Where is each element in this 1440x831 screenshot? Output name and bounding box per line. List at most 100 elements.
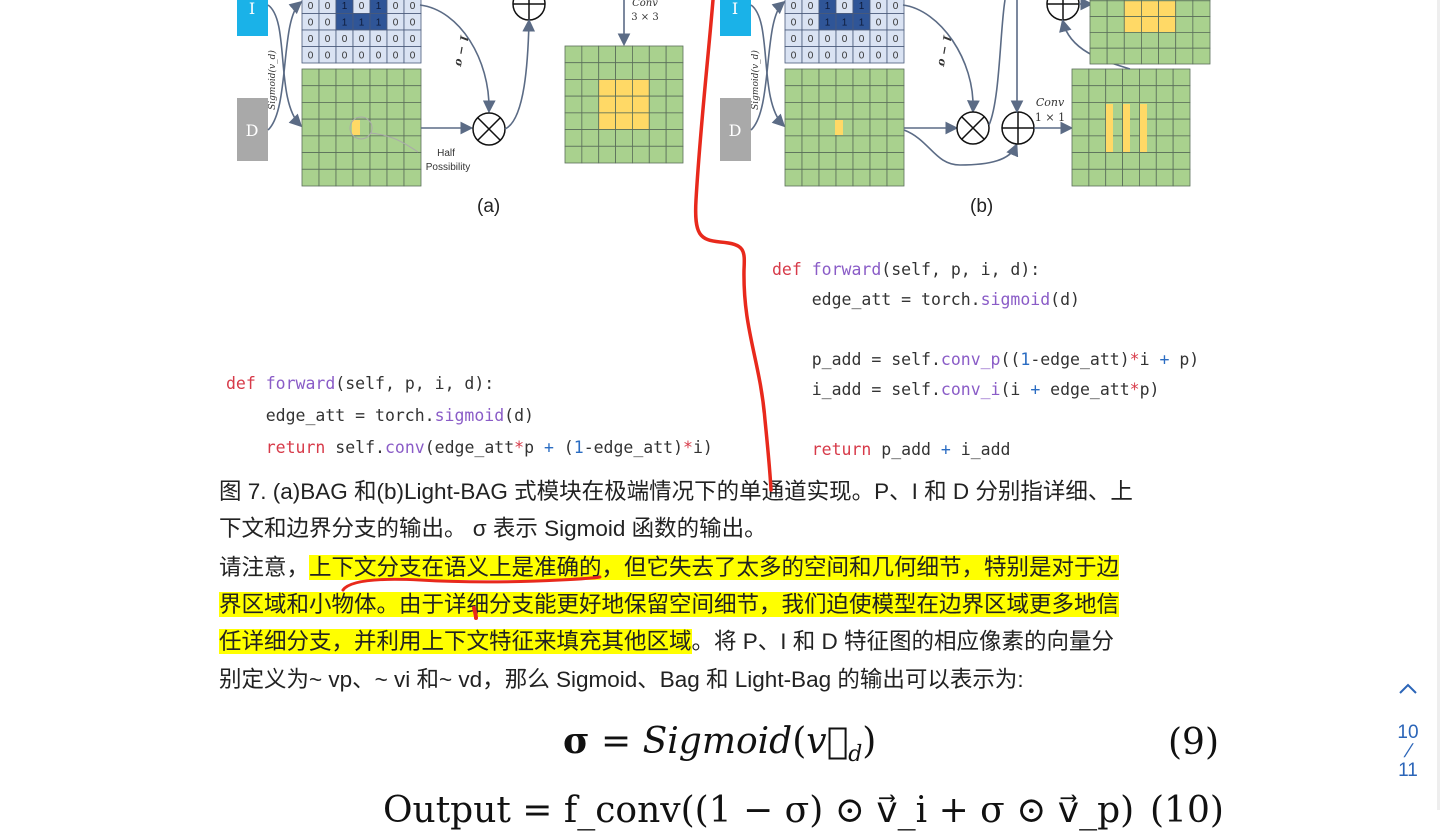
output-grid-b-cell bbox=[1139, 68, 1157, 87]
output-grid-b-cell bbox=[1172, 118, 1191, 137]
matrix-value: 1 bbox=[859, 1, 865, 12]
code-block-bag: def forward(self, p, i, d): edge_att = t… bbox=[226, 368, 713, 464]
code-token: -edge_att) bbox=[583, 438, 684, 457]
boundary-input-box bbox=[237, 98, 268, 161]
plus-icon bbox=[1047, 0, 1079, 20]
output-grid-b-cell bbox=[1071, 152, 1090, 170]
matrix-value: 0 bbox=[893, 51, 899, 62]
boundary-attention-grid-cell bbox=[835, 85, 854, 103]
top-output-grid-b-cell bbox=[1158, 0, 1177, 18]
matrix-value: 0 bbox=[410, 18, 416, 29]
boundary-attention-grid-cell bbox=[301, 102, 320, 120]
code-token: self. bbox=[325, 438, 385, 457]
code-line: def forward(self, p, i, d): bbox=[772, 255, 1199, 285]
top-output-grid-b-cell bbox=[1089, 47, 1108, 65]
output-grid-a-cell bbox=[648, 145, 667, 164]
output-grid-b-cell bbox=[1088, 118, 1107, 137]
eq-sigma: σ bbox=[563, 720, 590, 762]
eq-paren: ( bbox=[792, 721, 807, 762]
boundary-attention-grid-cell bbox=[801, 135, 820, 153]
boundary-attention-grid-cell bbox=[369, 102, 388, 120]
output-grid-a-cell bbox=[564, 95, 583, 114]
output-grid-a-cell bbox=[598, 95, 616, 114]
half-possibility-cell bbox=[352, 120, 360, 135]
boundary-attention-grid-cell bbox=[403, 102, 422, 120]
top-output-grid-b-cell bbox=[1106, 47, 1125, 65]
boundary-attention-grid-cell bbox=[852, 135, 871, 153]
arrow bbox=[902, 4, 980, 114]
output-grid-a-cell bbox=[564, 45, 583, 64]
top-output-grid-b-cell bbox=[1141, 0, 1159, 18]
matrix-value: 0 bbox=[791, 18, 797, 29]
boundary-attention-grid-cell bbox=[301, 168, 320, 187]
matrix-value: 0 bbox=[325, 18, 331, 29]
boundary-attention-grid-cell bbox=[352, 152, 371, 170]
top-output-grid-b-cell bbox=[1175, 0, 1194, 18]
eq-vector: v⃗ bbox=[806, 721, 849, 762]
output-grid-b-cell bbox=[1172, 135, 1191, 153]
arrow bbox=[1059, 18, 1131, 70]
code-token: forward bbox=[811, 260, 882, 279]
text-span: 。将 P、I 和 D 特征图的相应像素的向量分 bbox=[691, 629, 1115, 654]
output-grid-b-cell bbox=[1155, 85, 1174, 103]
text-line: 下文和边界分支的输出。 σ 表示 Sigmoid 函数的输出。 bbox=[219, 514, 767, 544]
boundary-attention-grid-cell bbox=[335, 168, 354, 187]
chevron-up-icon[interactable] bbox=[1390, 680, 1426, 710]
boundary-attention-grid-cell bbox=[869, 135, 888, 153]
boundary-attention-grid-cell bbox=[301, 118, 320, 137]
matrix-value: 0 bbox=[376, 51, 382, 62]
code-line bbox=[772, 315, 1199, 345]
boundary-attention-grid-cell bbox=[835, 68, 854, 87]
boundary-attention-grid-cell bbox=[301, 152, 320, 170]
scrollbar-track[interactable] bbox=[1437, 0, 1440, 810]
plus-icon bbox=[1002, 112, 1034, 144]
magnifier-circle bbox=[349, 116, 373, 140]
highlighted-text: 任详细分支，并利用上下文特征来填充其他区域 bbox=[219, 629, 692, 654]
boundary-attention-grid-cell bbox=[352, 68, 371, 87]
boundary-attention-grid-cell bbox=[801, 118, 820, 137]
code-token: * bbox=[1129, 350, 1140, 369]
boundary-attention-grid-cell bbox=[818, 135, 837, 153]
matrix-value: 1 bbox=[342, 1, 348, 12]
matrix-value: 0 bbox=[808, 34, 814, 45]
matrix-value: 0 bbox=[325, 1, 331, 12]
boundary-attention-grid-cell bbox=[318, 135, 337, 153]
code-block-light-bag: def forward(self, p, i, d): edge_att = t… bbox=[772, 255, 1199, 465]
light-bag-yellow-bar bbox=[1123, 104, 1130, 152]
matrix-value: 1 bbox=[342, 18, 348, 29]
boundary-attention-grid-cell bbox=[369, 168, 388, 187]
output-grid-a-cell bbox=[665, 62, 684, 80]
matrix-value: 0 bbox=[842, 51, 848, 62]
code-token: 1 bbox=[1020, 350, 1031, 369]
matrix-value: 0 bbox=[410, 51, 416, 62]
matrix-value: 0 bbox=[393, 51, 399, 62]
matrix-value: 0 bbox=[393, 18, 399, 29]
code-token: sigmoid bbox=[980, 290, 1051, 309]
top-output-grid-b-cell bbox=[1141, 16, 1159, 33]
top-output-grid-b-cell bbox=[1089, 16, 1108, 33]
output-grid-a-cell bbox=[615, 79, 633, 97]
arrow bbox=[267, 4, 303, 128]
boundary-attention-grid-cell bbox=[886, 68, 905, 87]
code-token: (self, p, i, d): bbox=[335, 374, 495, 393]
half-possibility-label: Possibility bbox=[426, 162, 470, 173]
output-grid-a-cell bbox=[598, 62, 616, 80]
equation-10: Output = f_conv((1 − σ) ⊙ v⃗_i + σ ⊙ v⃗_… bbox=[383, 790, 1135, 831]
boundary-attention-grid-cell bbox=[784, 85, 803, 103]
arrow-line bbox=[988, 0, 1006, 126]
boundary-attention-grid-cell bbox=[318, 168, 337, 187]
matrix-value: 0 bbox=[393, 34, 399, 45]
code-token: p_add bbox=[871, 440, 941, 459]
text-line: 请注意，上下文分支在语义上是准确的，但它失去了太多的空间和几何细节，特别是对于边 bbox=[219, 553, 1120, 583]
matrix-value: 0 bbox=[359, 34, 365, 45]
output-grid-a-cell bbox=[564, 79, 583, 97]
current-page[interactable]: 10 bbox=[1397, 722, 1419, 743]
boundary-attention-grid-cell bbox=[403, 68, 422, 87]
code-token: * bbox=[1129, 380, 1140, 399]
top-output-grid-b-cell bbox=[1123, 0, 1142, 18]
top-output-grid-b-cell bbox=[1089, 32, 1108, 49]
code-token: (edge_att bbox=[424, 438, 515, 457]
equation-10-number: (10) bbox=[1150, 790, 1224, 831]
matrix-value: 0 bbox=[842, 1, 848, 12]
boundary-attention-grid-cell bbox=[818, 168, 837, 187]
